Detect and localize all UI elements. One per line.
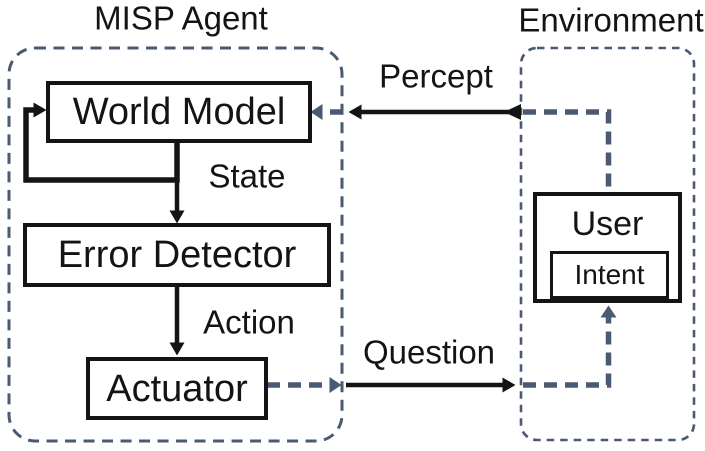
percept-dashed-from-user <box>523 109 612 190</box>
error-detector-label: Error Detector <box>57 234 297 276</box>
environment-title: Environment <box>518 1 704 39</box>
actuator-label: Actuator <box>106 367 248 410</box>
state-label: State <box>208 157 286 195</box>
intent-label: Intent <box>574 259 645 290</box>
percept-label: Percept <box>379 57 493 95</box>
percept-boundary-arrowhead <box>504 104 521 120</box>
question-label: Question <box>362 333 496 371</box>
error-detector-box: Error Detector <box>23 223 331 287</box>
user-box: User Intent <box>533 192 682 303</box>
world-model-feedback-loop-arrow <box>23 102 180 183</box>
misp-agent-dashed-border <box>7 46 344 443</box>
world-model-box: World Model <box>46 81 312 143</box>
environment-dashed-border <box>519 46 696 442</box>
misp-agent-title: MISP Agent <box>94 0 268 37</box>
question-dashed-into-user <box>523 305 617 388</box>
intent-box: Intent <box>550 251 669 299</box>
actuator-box: Actuator <box>86 357 268 420</box>
action-label: Action <box>203 303 295 341</box>
world-model-label: World Model <box>72 91 286 133</box>
user-label: User <box>571 205 644 243</box>
